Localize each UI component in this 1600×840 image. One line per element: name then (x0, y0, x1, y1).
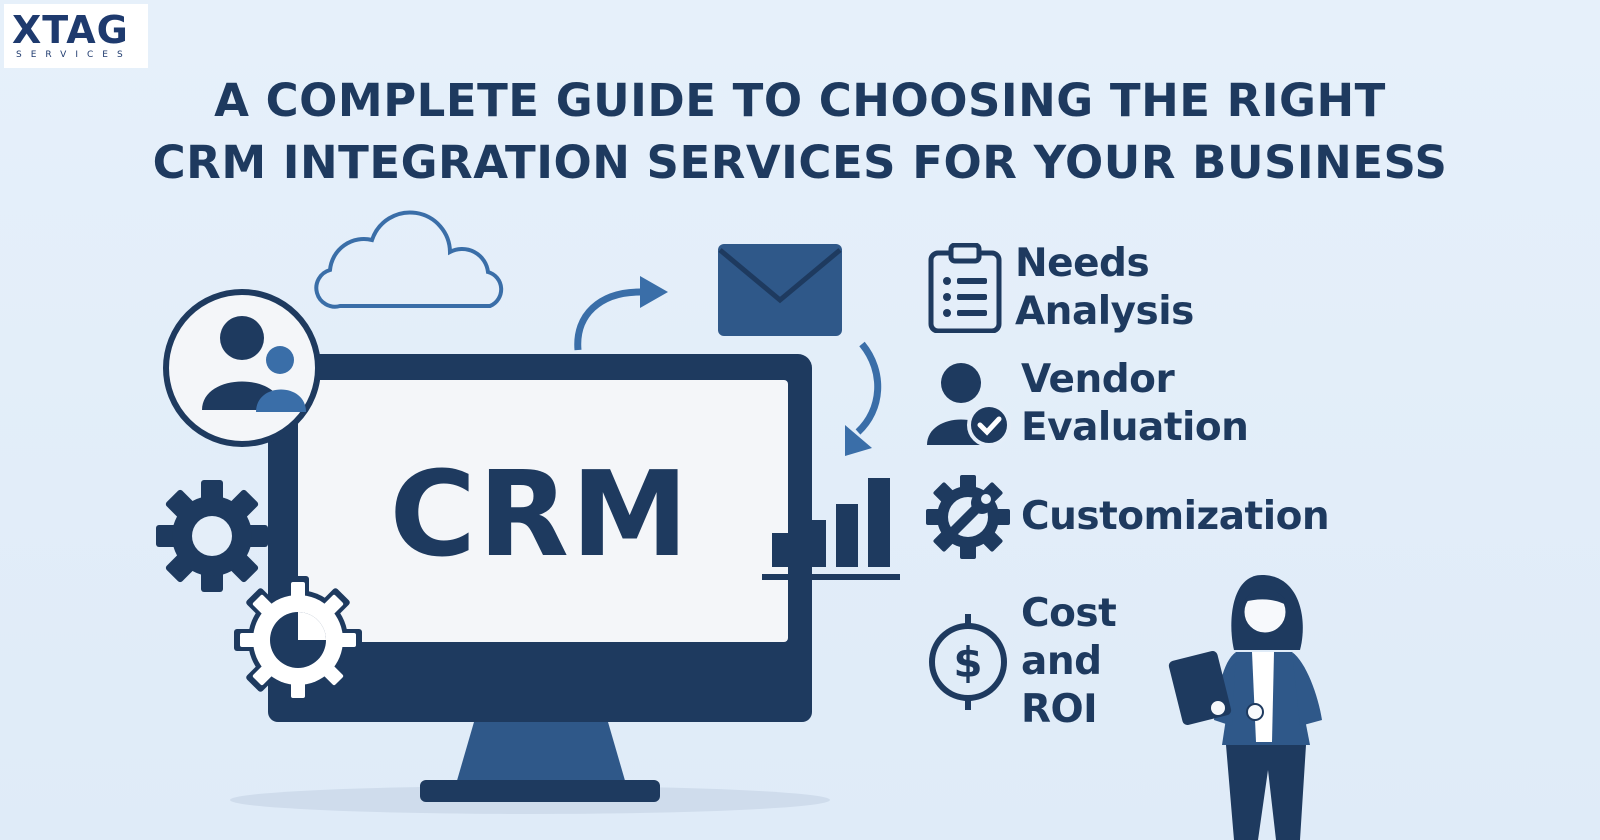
gear-outline-icon (234, 576, 362, 704)
title-line-2: CRM INTEGRATION SERVICES FOR YOUR BUSINE… (152, 136, 1448, 189)
feature-needs-analysis: Needs Analysis (925, 240, 1200, 336)
feature-label: Cost and ROI (1021, 590, 1117, 734)
logo-subtitle: SERVICES (16, 50, 132, 60)
woman-with-tablet (1168, 575, 1322, 840)
feature-label: Needs Analysis (1015, 241, 1194, 334)
feature-cost-roi: $ Cost and ROI (925, 590, 1117, 734)
feature-customization: Customization (925, 472, 1330, 562)
user-check-icon (925, 359, 1011, 449)
dollar-coin-icon: $ (925, 614, 1011, 710)
bar-chart-icon (762, 478, 900, 580)
title-line-1: A COMPLETE GUIDE TO CHOOSING THE RIGHT (214, 74, 1386, 127)
feature-label: Customization (1021, 494, 1330, 539)
feature-label-line-2: ROI (1021, 687, 1098, 732)
gear-icon (156, 480, 268, 592)
page-title: A COMPLETE GUIDE TO CHOOSING THE RIGHT C… (0, 70, 1600, 194)
envelope-icon (718, 244, 842, 336)
svg-text:$: $ (953, 638, 982, 687)
gear-wrench-icon (925, 472, 1011, 562)
crm-screen-text: CRM (390, 445, 691, 583)
crm-monitor: CRM (268, 354, 812, 802)
logo-mark: XTAG (12, 8, 129, 52)
xtag-logo: XTAG SERVICES (4, 4, 148, 68)
feature-label-line-1: Cost and (1021, 591, 1117, 684)
cloud-icon (314, 210, 504, 309)
curved-arrow-icon (574, 276, 668, 351)
feature-label: Vendor Evaluation (1021, 357, 1249, 450)
feature-vendor-evaluation: Vendor Evaluation (925, 356, 1249, 452)
clipboard-list-icon (925, 243, 1005, 333)
users-icon (163, 289, 321, 447)
curved-arrow-down-icon (845, 341, 882, 456)
